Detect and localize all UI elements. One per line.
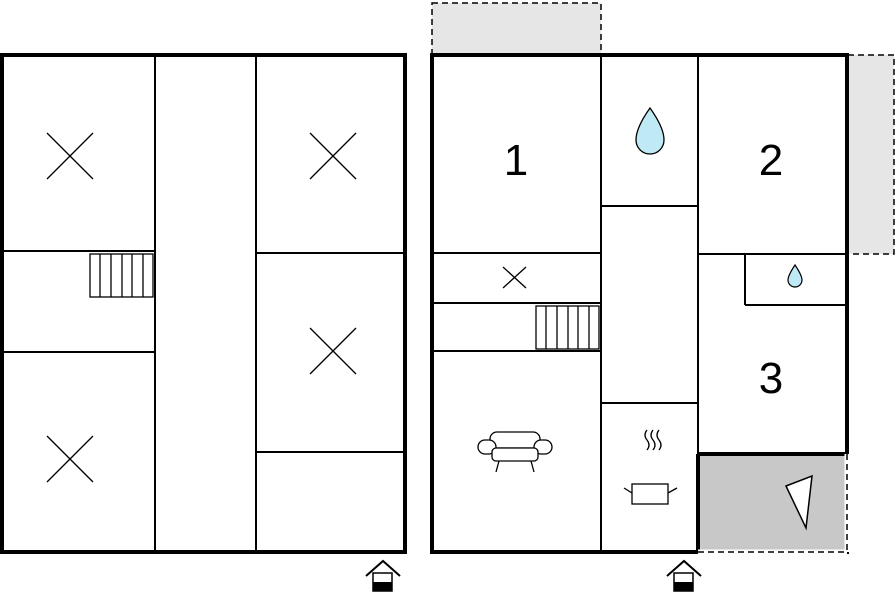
bedroom-cross-icon xyxy=(309,132,357,180)
entrance-icon xyxy=(365,559,401,592)
terrace-area xyxy=(697,453,848,553)
bedroom-cross-icon xyxy=(46,132,94,180)
room-number-1: 1 xyxy=(504,136,528,185)
room-number-2: 2 xyxy=(759,136,783,185)
stairs-icon xyxy=(535,305,600,350)
water-drop-icon xyxy=(635,106,665,155)
room-number-3: 3 xyxy=(759,354,783,403)
pennant-icon xyxy=(784,474,813,531)
cooking-pot-icon xyxy=(623,429,678,505)
bedroom-cross-icon xyxy=(46,435,94,483)
entrance-icon xyxy=(666,559,702,592)
bedroom-cross-icon xyxy=(502,266,527,289)
sofa-icon xyxy=(477,431,553,473)
right-floor-plan: 1 2 3 xyxy=(430,2,895,592)
balcony-area-right xyxy=(847,54,895,255)
water-drop-icon xyxy=(787,263,803,288)
bedroom-cross-icon xyxy=(309,327,357,375)
left-floor-outline xyxy=(0,53,407,554)
left-floor-plan xyxy=(0,53,407,592)
balcony-area-top xyxy=(431,2,602,56)
stairs-icon xyxy=(89,253,154,298)
